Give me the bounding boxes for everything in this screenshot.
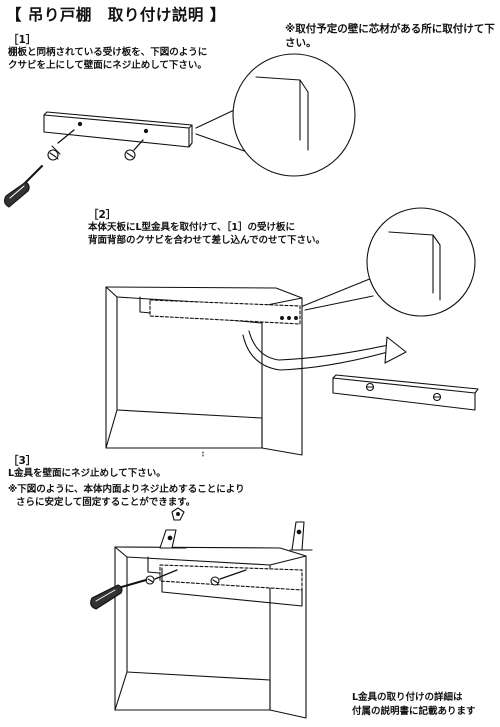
step-1-line-1: 棚板と同柄されている受け板を、下図のように	[8, 47, 208, 58]
bracket-icon	[159, 529, 187, 549]
bracket-icon	[171, 507, 185, 521]
step-3-line-1: L金具を壁面にネジ止めして下さい。	[8, 468, 166, 479]
screwdriver-icon	[3, 165, 43, 208]
insert-arrow-icon	[242, 330, 407, 371]
step-1-wall-board	[43, 111, 193, 148]
step-3-line-2: ※下図のように、本体内面よりネジ止めすることにより	[8, 484, 245, 495]
step-2-line-2: 背面背部のクサビを合わせて差し込んでのせて下さい。	[88, 235, 326, 246]
step-1-line-2: クサビを上にして壁面にネジ止めして下さい。	[8, 60, 207, 71]
step-2-board	[332, 374, 479, 411]
detail-magnifier-2	[302, 207, 476, 317]
step-2-line-1: 本体天板にL型金具を取付けて、［1］の受け板に	[88, 222, 295, 233]
screw-icon	[47, 129, 75, 161]
mounting-note: ※取付予定の壁に芯材がある所に取付けて下さい。	[285, 23, 495, 50]
footer-line-2: 付属の説明書に記載あります	[352, 705, 476, 717]
step-2-cabinet	[105, 286, 303, 459]
footer-note: L金具の取り付けの詳細は 付属の説明書に記載あります	[352, 691, 476, 719]
step-3-cabinet	[114, 546, 307, 719]
step-3-label: ［3］	[8, 455, 37, 467]
detail-magnifier-1	[195, 53, 356, 177]
step-3-line-3: さらに安定して固定することができます。	[16, 497, 196, 508]
footer-line-1: L金具の取り付けの詳細は	[352, 692, 463, 703]
bracket-icon	[289, 521, 313, 551]
step-1-label: ［1］	[8, 34, 37, 46]
screwdriver-icon	[90, 579, 147, 610]
step-2-label: ［2］	[88, 209, 117, 221]
screw-icon	[124, 139, 144, 161]
page-title: 【 吊り戸棚 取り付け説明 】	[6, 6, 226, 24]
screw-icon	[145, 569, 247, 586]
